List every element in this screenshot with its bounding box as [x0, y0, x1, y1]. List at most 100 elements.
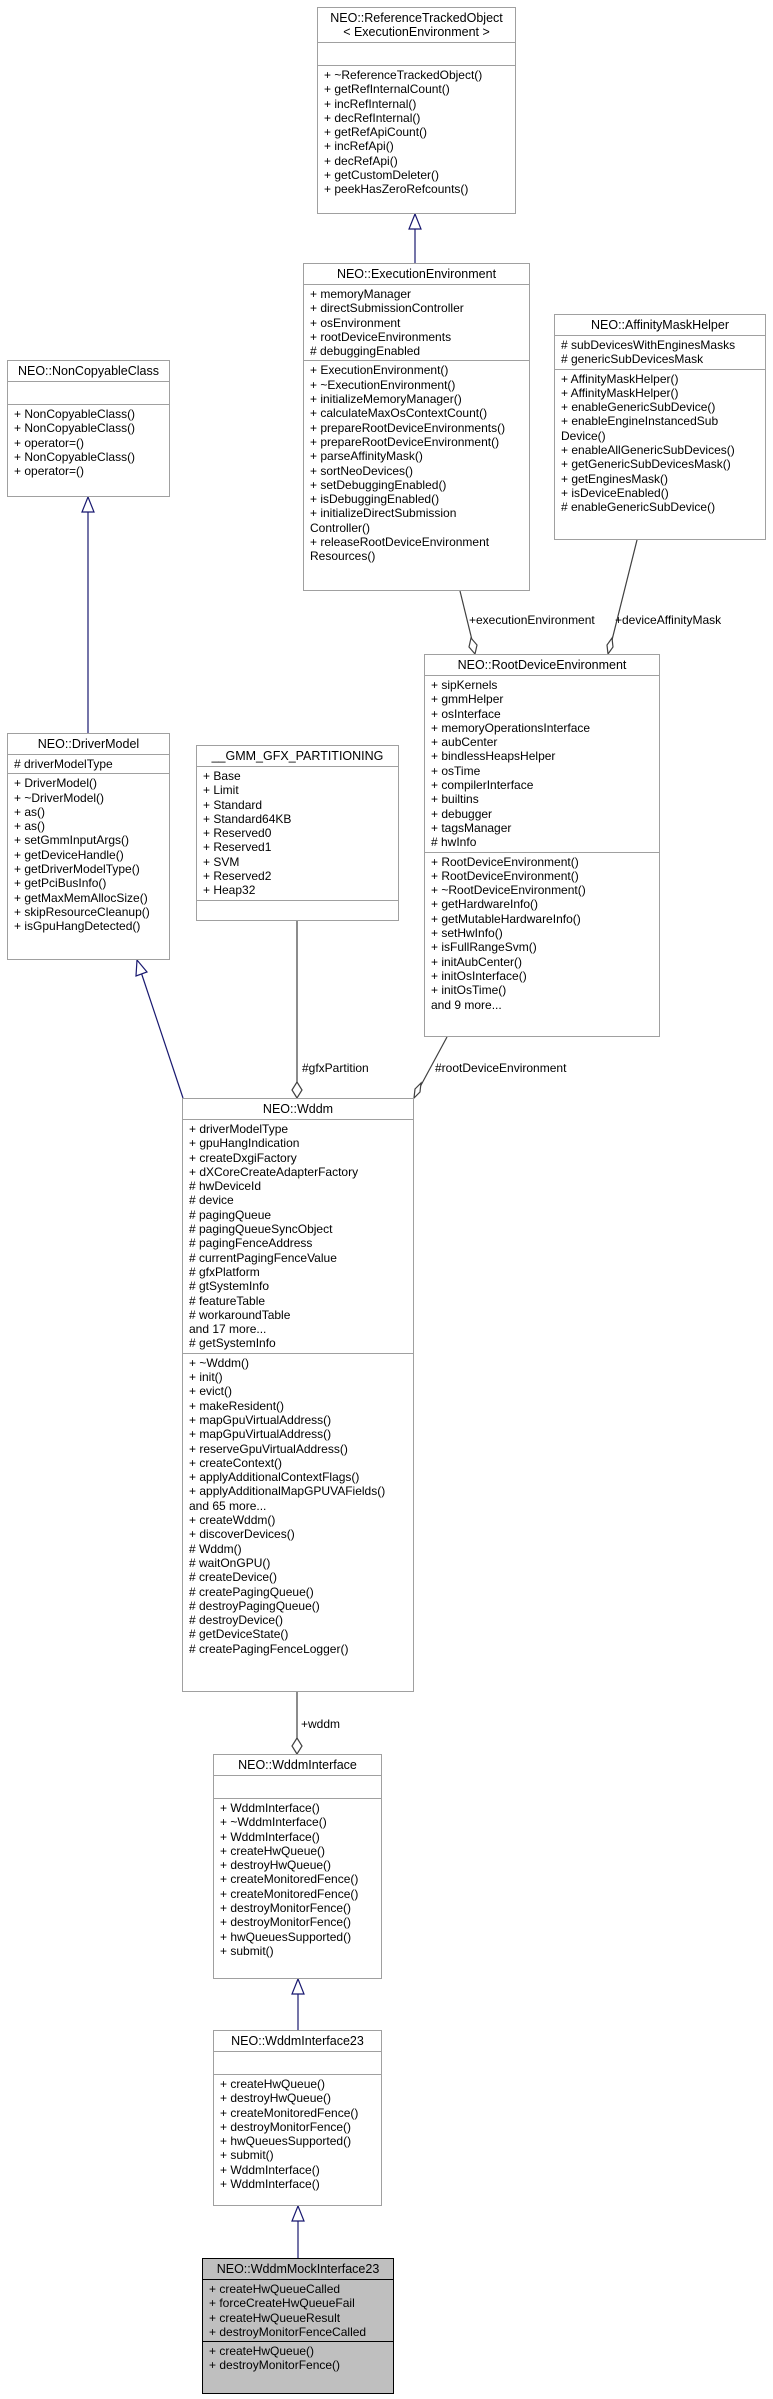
- method: + setGmmInputArgs(): [14, 833, 130, 848]
- class-wddm[interactable]: NEO::Wddm + driverModelType + gpuHangInd…: [182, 1098, 414, 1692]
- class-driver-model[interactable]: NEO::DriverModel # driverModelType + Dri…: [7, 733, 170, 960]
- method: + createContext(): [189, 1455, 283, 1470]
- method: + incRefApi(): [324, 139, 394, 154]
- class-noncopyable-class[interactable]: NEO::NonCopyableClass + NonCopyableClass…: [7, 360, 170, 497]
- attribute: + gpuHangIndication: [189, 1136, 300, 1151]
- method: + getDriverModelType(): [14, 862, 140, 877]
- attribute: # getSystemInfo: [189, 1336, 276, 1351]
- attribute: # featureTable: [189, 1293, 266, 1308]
- inherit-arrow-noncopyable: [81, 495, 95, 513]
- attribute: + createHwQueueCalled: [209, 2282, 341, 2296]
- edge-label-execution-environment: +executionEnvironment: [469, 613, 595, 627]
- edge-affinity-to-rootdevenv: [611, 539, 638, 641]
- method: + DriverModel(): [14, 776, 98, 791]
- attribute: # gfxPlatform: [189, 1264, 260, 1279]
- method: + submit(): [220, 2148, 274, 2163]
- aggregation-diamond-wddm: [291, 1736, 303, 1756]
- attributes-compartment: [8, 381, 169, 404]
- attribute: + osEnvironment: [310, 315, 401, 330]
- method: + setHwInfo(): [431, 926, 503, 941]
- attribute: # pagingQueueSyncObject: [189, 1222, 333, 1237]
- attributes-compartment: + driverModelType + gpuHangIndication + …: [183, 1119, 413, 1353]
- edge-label-gfx-partition: #gfxPartition: [302, 1061, 369, 1075]
- attribute: and 17 more...: [189, 1322, 267, 1337]
- class-title: NEO::AffinityMaskHelper: [590, 318, 729, 332]
- attribute: + createHwQueueResult: [209, 2310, 341, 2325]
- class-title: NEO::ExecutionEnvironment: [336, 267, 497, 281]
- method: # createDevice(): [189, 1570, 278, 1585]
- class-affinity-mask-helper[interactable]: NEO::AffinityMaskHelper # subDevicesWith…: [554, 314, 766, 540]
- class-title: __GMM_GFX_PARTITIONING: [211, 749, 384, 763]
- attribute: + forceCreateHwQueueFail: [209, 2296, 355, 2311]
- method: + ~WddmInterface(): [220, 1815, 327, 1830]
- class-root-device-environment[interactable]: NEO::RootDeviceEnvironment + sipKernels …: [424, 654, 660, 1037]
- attributes-compartment: [318, 42, 515, 65]
- attribute: + builtins: [431, 792, 479, 807]
- attribute: + bindlessHeapsHelper: [431, 749, 556, 764]
- method: + sortNeoDevices(): [310, 463, 414, 478]
- method: + calculateMaxOsContextCount(): [310, 406, 488, 421]
- class-wddm-mock-interface23[interactable]: NEO::WddmMockInterface23 + createHwQueue…: [202, 2258, 394, 2394]
- method: + NonCopyableClass(): [14, 421, 136, 436]
- method: + as(): [14, 819, 46, 834]
- method: + getMutableHardwareInfo(): [431, 911, 581, 926]
- attribute: + Reserved2: [203, 869, 272, 884]
- method: + isDeviceEnabled(): [561, 485, 669, 500]
- inherit-arrow-drivermodel: [135, 958, 149, 977]
- method: and 65 more...: [189, 1498, 267, 1513]
- method: + NonCopyableClass(): [14, 449, 136, 464]
- method: + enableGenericSubDevice(): [561, 400, 716, 415]
- method: + hwQueuesSupported(): [220, 2134, 352, 2149]
- method: # waitOnGPU(): [189, 1555, 271, 1570]
- method: + WddmInterface(): [220, 1829, 320, 1844]
- aggregation-diamond-affinity: [606, 636, 614, 656]
- class-title: NEO::NonCopyableClass: [17, 364, 160, 378]
- class-reference-tracked-object[interactable]: NEO::ReferenceTrackedObject < ExecutionE…: [317, 7, 516, 214]
- edge-execenv-to-rootdevenv: [459, 590, 473, 641]
- method: + makeResident(): [189, 1398, 285, 1413]
- attribute: + osTime: [431, 763, 481, 778]
- method: Controller(): [310, 520, 371, 535]
- method: + createHwQueue(): [220, 1843, 326, 1858]
- attribute: # workaroundTable: [189, 1307, 291, 1322]
- method: + prepareRootDeviceEnvironments(): [310, 420, 506, 435]
- class-title: NEO::WddmInterface: [238, 1758, 357, 1772]
- methods-compartment: + NonCopyableClass() + NonCopyableClass(…: [8, 404, 169, 480]
- method: + destroyHwQueue(): [220, 1858, 332, 1873]
- method: + init(): [189, 1370, 223, 1385]
- class-wddm-interface[interactable]: NEO::WddmInterface + WddmInterface() + ~…: [213, 1754, 382, 1979]
- method: + destroyHwQueue(): [220, 2091, 332, 2106]
- method: # destroyDevice(): [189, 1613, 284, 1628]
- attribute: + compilerInterface: [431, 778, 534, 793]
- class-execution-environment[interactable]: NEO::ExecutionEnvironment + memoryManage…: [303, 263, 530, 591]
- method: + createHwQueue(): [220, 2077, 326, 2091]
- method: + getRefInternalCount(): [324, 82, 450, 97]
- methods-compartment: + DriverModel() + ~DriverModel() + as() …: [8, 773, 169, 935]
- method: + ~DriverModel(): [14, 790, 105, 805]
- class-gmm-gfx-partitioning[interactable]: __GMM_GFX_PARTITIONING + Base + Limit + …: [196, 745, 399, 921]
- aggregation-diamond-rootdevenv: [413, 1081, 422, 1100]
- attribute: + tagsManager: [431, 820, 512, 835]
- method: + releaseRootDeviceEnvironment: [310, 535, 490, 550]
- method: + skipResourceCleanup(): [14, 904, 150, 919]
- method: + reserveGpuVirtualAddress(): [189, 1441, 348, 1456]
- attribute: + Base: [203, 769, 241, 783]
- method: + applyAdditionalContextFlags(): [189, 1470, 360, 1485]
- class-title: NEO::Wddm: [262, 1102, 334, 1116]
- method: + getHardwareInfo(): [431, 897, 539, 912]
- class-title: NEO::DriverModel: [37, 737, 140, 751]
- inherit-arrow-reftracked: [408, 212, 422, 230]
- class-wddm-interface23[interactable]: NEO::WddmInterface23 + createHwQueue() +…: [213, 2030, 382, 2206]
- attribute: + Standard64KB: [203, 811, 292, 826]
- method: + hwQueuesSupported(): [220, 1929, 352, 1944]
- method: + isFullRangeSvm(): [431, 940, 537, 955]
- method: + getPciBusInfo(): [14, 876, 107, 891]
- edge-label-wddm: +wddm: [301, 1717, 341, 1731]
- method: + destroyMonitorFence(): [220, 2119, 352, 2134]
- method: # destroyPagingQueue(): [189, 1598, 320, 1613]
- attribute: # hwDeviceId: [189, 1179, 262, 1194]
- method: + decRefApi(): [324, 153, 398, 168]
- class-title: NEO::RootDeviceEnvironment: [457, 658, 627, 672]
- attributes-compartment: # driverModelType: [8, 754, 169, 773]
- methods-compartment: + ~Wddm() + init() + evict() + makeResid…: [183, 1352, 413, 1658]
